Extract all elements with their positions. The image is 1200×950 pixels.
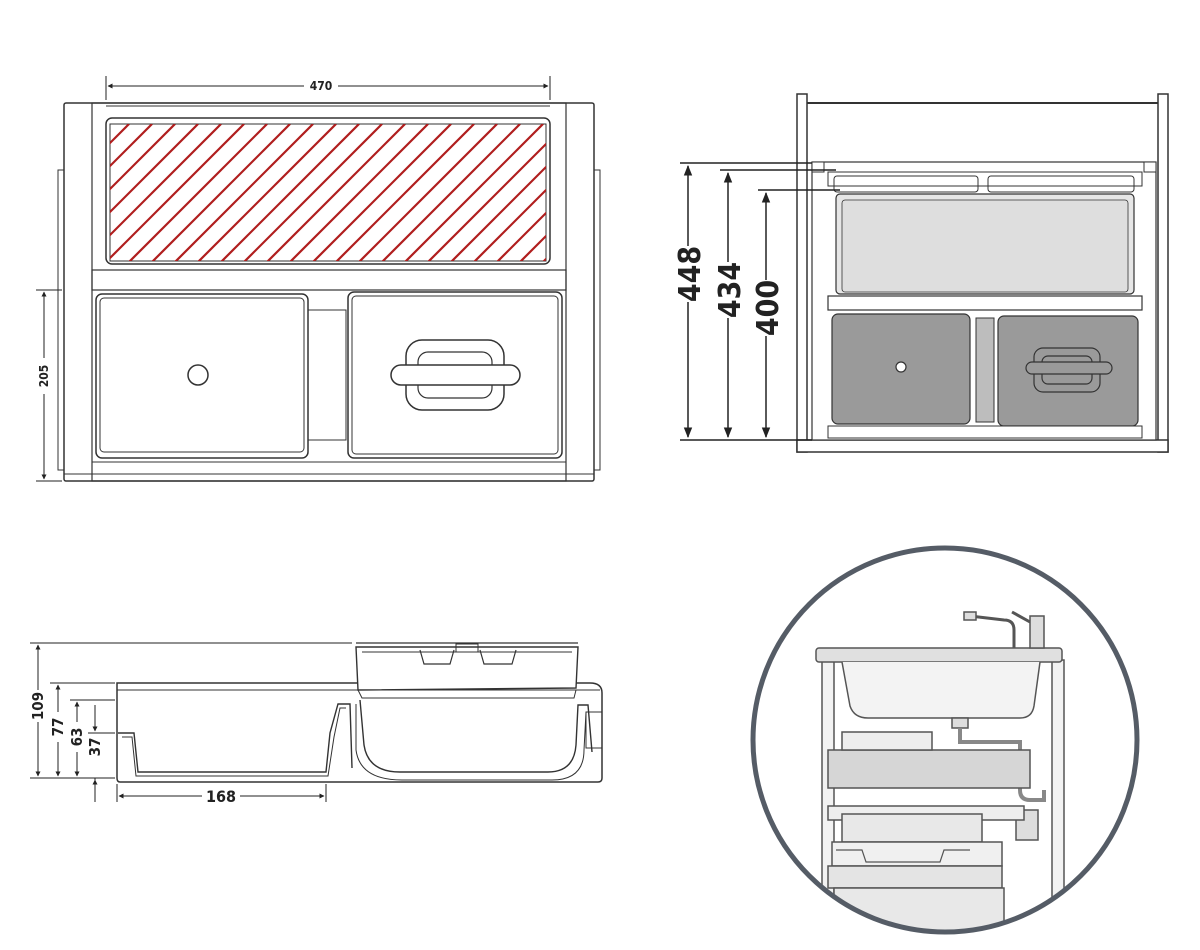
- hatch-line: [197, 124, 337, 261]
- top-width-dimension: [105, 76, 551, 100]
- inset-upper-tray: [827, 749, 1031, 789]
- hatch-line: [289, 124, 429, 261]
- hatch-line: [427, 142, 546, 261]
- hatch-line: [496, 211, 546, 261]
- hatch-line: [243, 124, 383, 261]
- hatch-line: [312, 124, 452, 261]
- top-tray: [105, 117, 551, 265]
- section-view: [116, 642, 603, 783]
- cabinet-height-dimensions: [680, 162, 840, 441]
- section-height-63: 63: [68, 728, 86, 747]
- hatch-line: [473, 188, 546, 261]
- section-height-dimensions: [30, 642, 352, 802]
- hatch-line: [381, 124, 521, 261]
- section-height-37: 37: [86, 738, 104, 757]
- hatch-line: [519, 234, 546, 261]
- section-height-77: 77: [49, 718, 67, 737]
- tray-hatch: [0, 124, 546, 264]
- right-bin: [347, 291, 563, 459]
- hatch-line: [110, 124, 153, 168]
- top-width-label: 470: [310, 79, 333, 93]
- section-height-109: 109: [29, 692, 47, 720]
- bin-handle-icon: [390, 339, 521, 411]
- cabinet-height-400: 400: [751, 280, 786, 336]
- inset-ring: [750, 545, 1140, 935]
- hatch-line: [450, 165, 546, 261]
- hatch-line: [128, 124, 268, 261]
- cabinet-view: [796, 93, 1169, 453]
- hatch-line: [110, 124, 222, 237]
- section-width-label: 168: [206, 787, 236, 806]
- hatch-line: [110, 124, 176, 191]
- inset-view: [750, 545, 1140, 935]
- inset-sink: [841, 661, 1041, 719]
- hatch-line: [151, 124, 291, 261]
- cabinet-handle-icon: [1025, 347, 1113, 393]
- bin-lid-button: [187, 364, 209, 386]
- section-width-dimension: [116, 784, 327, 802]
- cabinet-lid-button: [895, 361, 907, 373]
- faucet-icon: [963, 610, 1045, 649]
- cabinet-height-448: 448: [673, 246, 708, 302]
- hatch-line: [266, 124, 406, 261]
- top-height-dimension: [36, 289, 62, 482]
- hatch-line: [110, 124, 245, 260]
- inset-lower-bin: [841, 813, 983, 843]
- hatch-line: [110, 124, 199, 214]
- cabinet-height-434: 434: [713, 262, 748, 318]
- top-height-label: 205: [37, 365, 51, 388]
- section-base-tray: [116, 682, 603, 783]
- hatch-line: [174, 124, 314, 261]
- hatch-line: [0, 124, 60, 264]
- hatch-line: [335, 124, 475, 261]
- hatch-line: [220, 124, 360, 261]
- section-upper-tray: [355, 646, 579, 691]
- hatch-line: [358, 124, 498, 261]
- hatch-line: [404, 124, 544, 261]
- inset-countertop: [815, 647, 1063, 663]
- top-view: [0, 102, 601, 482]
